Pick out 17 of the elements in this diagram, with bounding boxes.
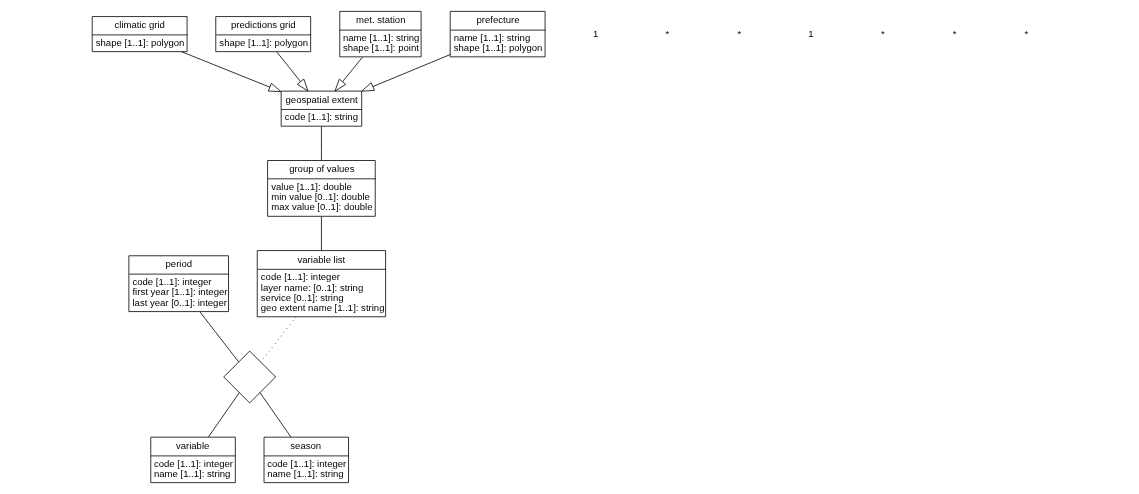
node-diamond — [222, 350, 276, 404]
label: * — [880, 27, 885, 39]
label: * — [665, 27, 669, 39]
label: 1 — [592, 27, 598, 39]
arrow — [180, 51, 281, 93]
connector — [207, 392, 240, 438]
arrow — [275, 51, 308, 92]
arrow — [334, 56, 363, 92]
connector — [320, 126, 322, 161]
label: * — [1023, 27, 1028, 39]
label: * — [952, 27, 956, 39]
connector — [259, 392, 291, 438]
label: 1 — [807, 27, 814, 39]
label: * — [736, 27, 741, 39]
connector — [198, 311, 239, 363]
arrow — [360, 54, 451, 92]
connector — [320, 216, 322, 251]
